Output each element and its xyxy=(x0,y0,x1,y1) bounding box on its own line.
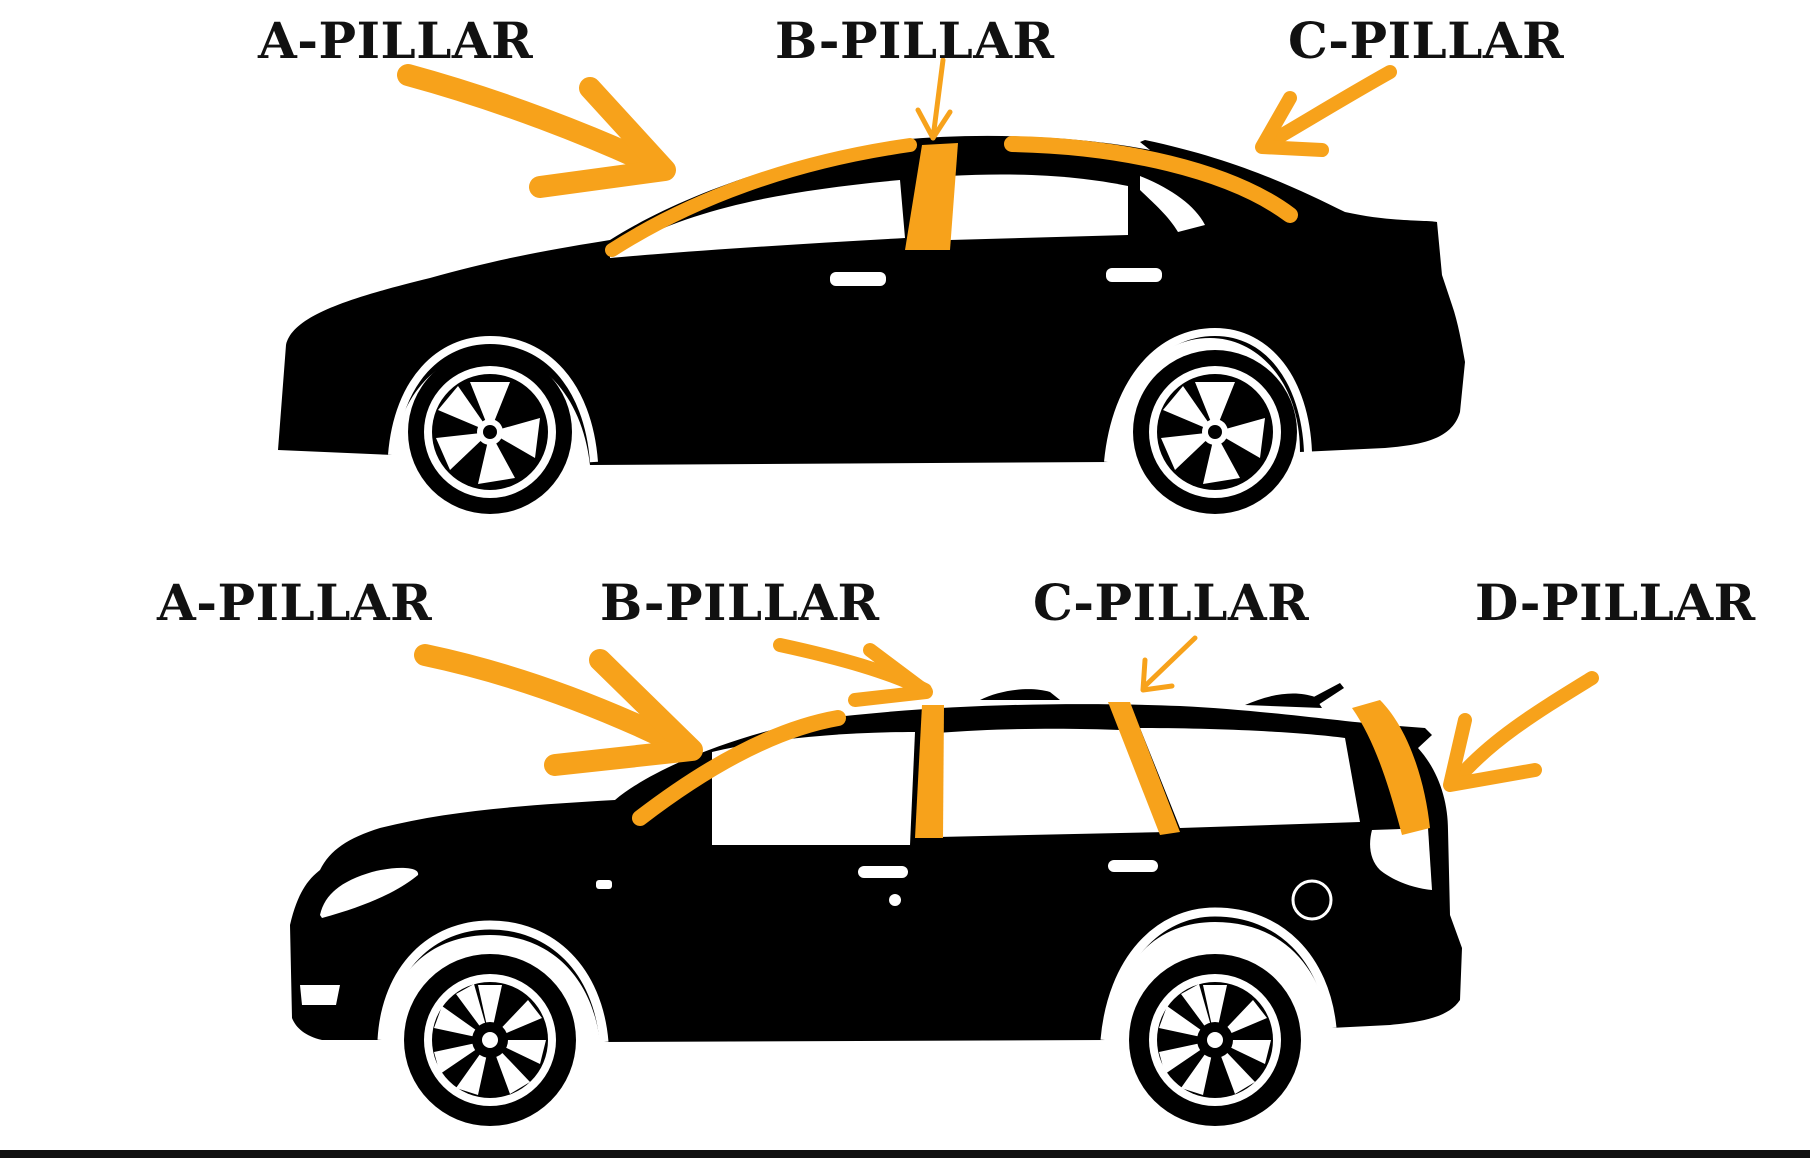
suv-fog-light xyxy=(300,985,340,1005)
sedan-c-pillar-label: C-PILLAR xyxy=(1288,11,1565,70)
suv-roof-rails xyxy=(980,683,1344,708)
sedan-front-wheel xyxy=(408,350,572,514)
sedan-rear-arch xyxy=(1104,327,1312,463)
suv-rear-wheel xyxy=(1129,954,1301,1126)
sedan-front-window xyxy=(610,180,905,258)
sedan-a-pillar xyxy=(605,138,917,257)
suv-front-arch xyxy=(377,920,609,1043)
suv-cargo-window xyxy=(1140,728,1360,828)
suv-front-handle xyxy=(858,866,908,878)
sedan-b-arrow xyxy=(915,57,953,141)
suv-front-wheel xyxy=(404,954,576,1126)
sedan-c-pillar xyxy=(1004,136,1298,223)
suv-b-arrow xyxy=(773,638,933,707)
sedan-b-pillar xyxy=(905,143,958,250)
sedan-a-arrow xyxy=(397,64,676,198)
suv-rear-window xyxy=(938,728,1168,837)
suv-a-arrow xyxy=(414,644,703,776)
suv-d-pillar xyxy=(1352,700,1430,835)
sedan-c-arrow xyxy=(1255,65,1397,157)
arrows xyxy=(397,57,1599,792)
bottom-border xyxy=(0,1150,1810,1158)
suv-door-marker xyxy=(889,894,901,906)
sedan-quarter-window xyxy=(1140,176,1205,232)
sedan-rear-wheel xyxy=(1133,350,1297,514)
sedan xyxy=(278,135,1465,514)
suv-rear-handle xyxy=(1108,860,1158,872)
suv-a-pillar xyxy=(632,710,846,826)
suv xyxy=(290,683,1462,1126)
suv-b-pillar xyxy=(915,705,944,838)
suv-c-arrow xyxy=(1140,635,1198,693)
sedan-front-arch xyxy=(388,335,598,463)
suv-front-window xyxy=(712,732,915,845)
suv-headlight xyxy=(320,867,419,918)
suv-mirror-light xyxy=(596,880,612,889)
suv-b-pillar-label: B-PILLAR xyxy=(600,573,880,632)
suv-d-pillar-label: D-PILLAR xyxy=(1475,573,1756,632)
suv-fuel-cap xyxy=(1291,879,1333,921)
sedan-rear-handle xyxy=(1106,268,1162,282)
suv-rear-arch xyxy=(1100,907,1337,1041)
suv-taillight xyxy=(1370,828,1432,890)
suv-c-pillar xyxy=(1108,702,1180,835)
sedan-b-pillar-label: B-PILLAR xyxy=(775,11,1055,70)
sedan-rear-window xyxy=(948,174,1128,240)
suv-a-pillar-label: A-PILLAR xyxy=(157,573,433,632)
sedan-a-pillar-label: A-PILLAR xyxy=(258,11,534,70)
sedan-front-handle xyxy=(830,272,886,286)
suv-d-arrow xyxy=(1443,671,1599,792)
suv-c-pillar-label: C-PILLAR xyxy=(1033,573,1310,632)
